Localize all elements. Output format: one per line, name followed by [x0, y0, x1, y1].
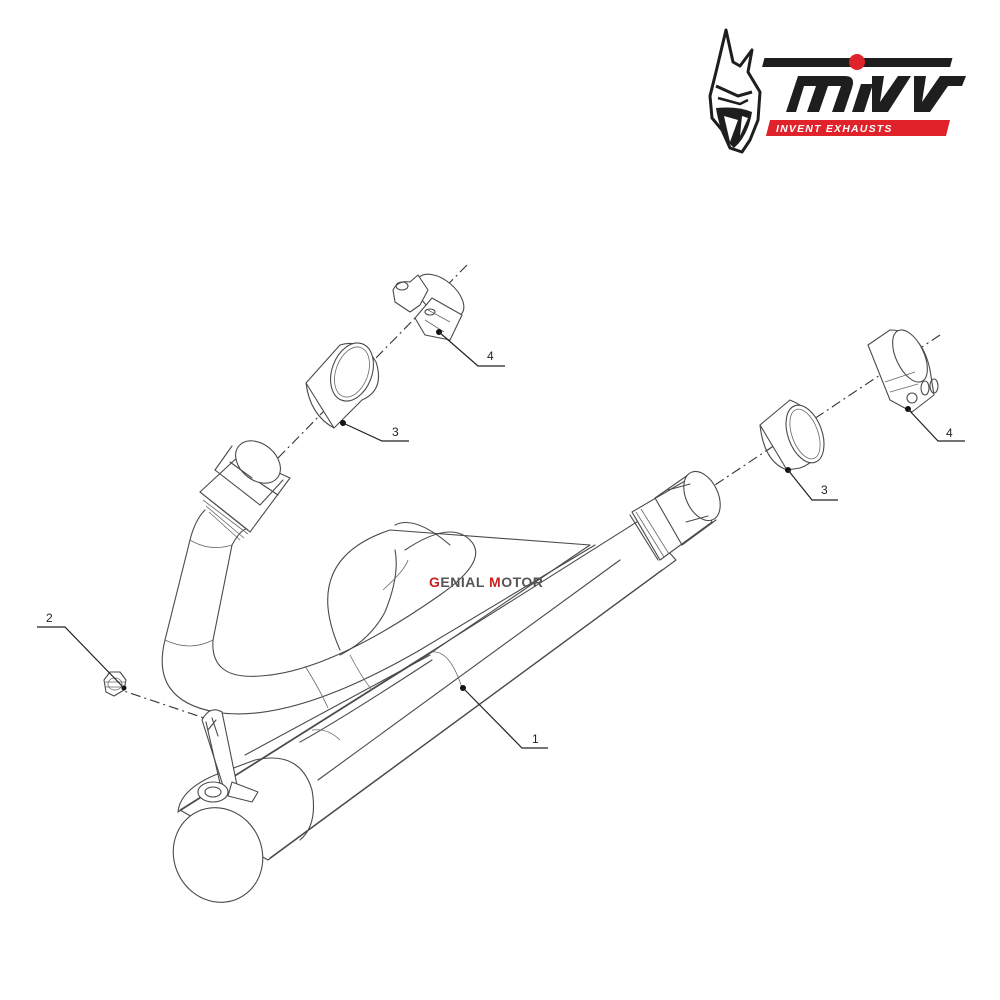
gasket-sleeve-right: [759, 399, 825, 471]
logo-wordmark: [786, 76, 966, 112]
callout-3-left: 3: [392, 425, 399, 439]
gasket-sleeve-left: [305, 342, 380, 429]
right-inlet-collar: [629, 470, 721, 561]
svg-text:GENIAL MOTOR: GENIAL MOTOR: [429, 574, 543, 590]
mivv-logo: INVENT EXHAUSTS: [708, 28, 966, 154]
callout-4-right: 4: [946, 426, 953, 440]
logo-tagline-banner: [766, 120, 950, 136]
watermark-word-2: OTOR: [501, 574, 543, 590]
watermark-initial-g: G: [429, 574, 440, 590]
watermark-initial-m: M: [489, 574, 501, 590]
watermark-word-1: ENIAL: [440, 574, 484, 590]
callout-3-right: 3: [821, 483, 828, 497]
mounting-bracket: [197, 709, 259, 803]
left-inlet-collar: [199, 440, 291, 541]
genial-motor-watermark: GENIAL MOTOR: [429, 574, 543, 590]
callout-2: 2: [46, 611, 53, 625]
logo-red-dot-icon: [849, 54, 865, 70]
header-pipe-assembly: [161, 440, 721, 903]
logo-tagline: INVENT EXHAUSTS: [776, 123, 893, 135]
callout-1: 1: [532, 732, 539, 746]
nut: [103, 671, 127, 697]
clamp-left: [392, 273, 465, 341]
devil-mascot-icon: [708, 28, 762, 154]
callout-leaders: 1 2 3 3 4 4: [37, 329, 965, 749]
callout-4-left: 4: [487, 349, 494, 363]
clamp-right: [867, 329, 939, 413]
